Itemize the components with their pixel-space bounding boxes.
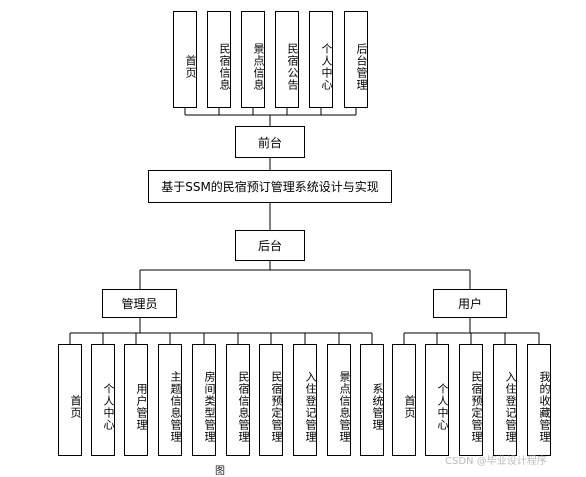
frontend-module-backend-management: 后台管理 [344,11,368,108]
frontend-node: 前台 [235,126,305,158]
user-module-favorites-management: 我的收藏管理 [527,344,551,456]
user-module-checkin-management: 入住登记管理 [493,344,517,456]
admin-module-personal-center: 个人中心 [91,344,115,456]
admin-node: 管理员 [102,289,177,318]
admin-module-user-management: 用户管理 [124,344,148,456]
system-title: 基于SSM的民宿预订管理系统设计与实现 [148,170,392,203]
user-module-homestay-booking-management: 民宿预定管理 [459,344,483,456]
frontend-module-homestay-notice: 民宿公告 [275,11,299,108]
frontend-module-personal-center: 个人中心 [309,11,333,108]
frontend-module-home: 首页 [173,11,197,108]
backend-node: 后台 [235,230,305,261]
figure-caption: 图 [215,466,225,477]
admin-module-homestay-booking-management: 民宿预定管理 [259,344,283,456]
user-module-home: 首页 [392,344,416,456]
frontend-module-homestay-info: 民宿信息 [207,11,231,108]
admin-module-room-type-management: 房间类型管理 [192,344,216,456]
watermark: CSDN @毕业设计程序 [445,456,547,467]
admin-module-system-management: 系统管理 [360,344,384,456]
admin-module-attraction-info-management: 景点信息管理 [327,344,351,456]
user-module-personal-center: 个人中心 [425,344,449,456]
admin-module-checkin-management: 入住登记管理 [293,344,317,456]
admin-module-homestay-info-management: 民宿信息管理 [226,344,250,456]
frontend-module-attraction-info: 景点信息 [241,11,265,108]
admin-module-home: 首页 [58,344,82,456]
user-node: 用户 [433,289,507,318]
admin-module-theme-info-management: 主题信息管理 [158,344,182,456]
